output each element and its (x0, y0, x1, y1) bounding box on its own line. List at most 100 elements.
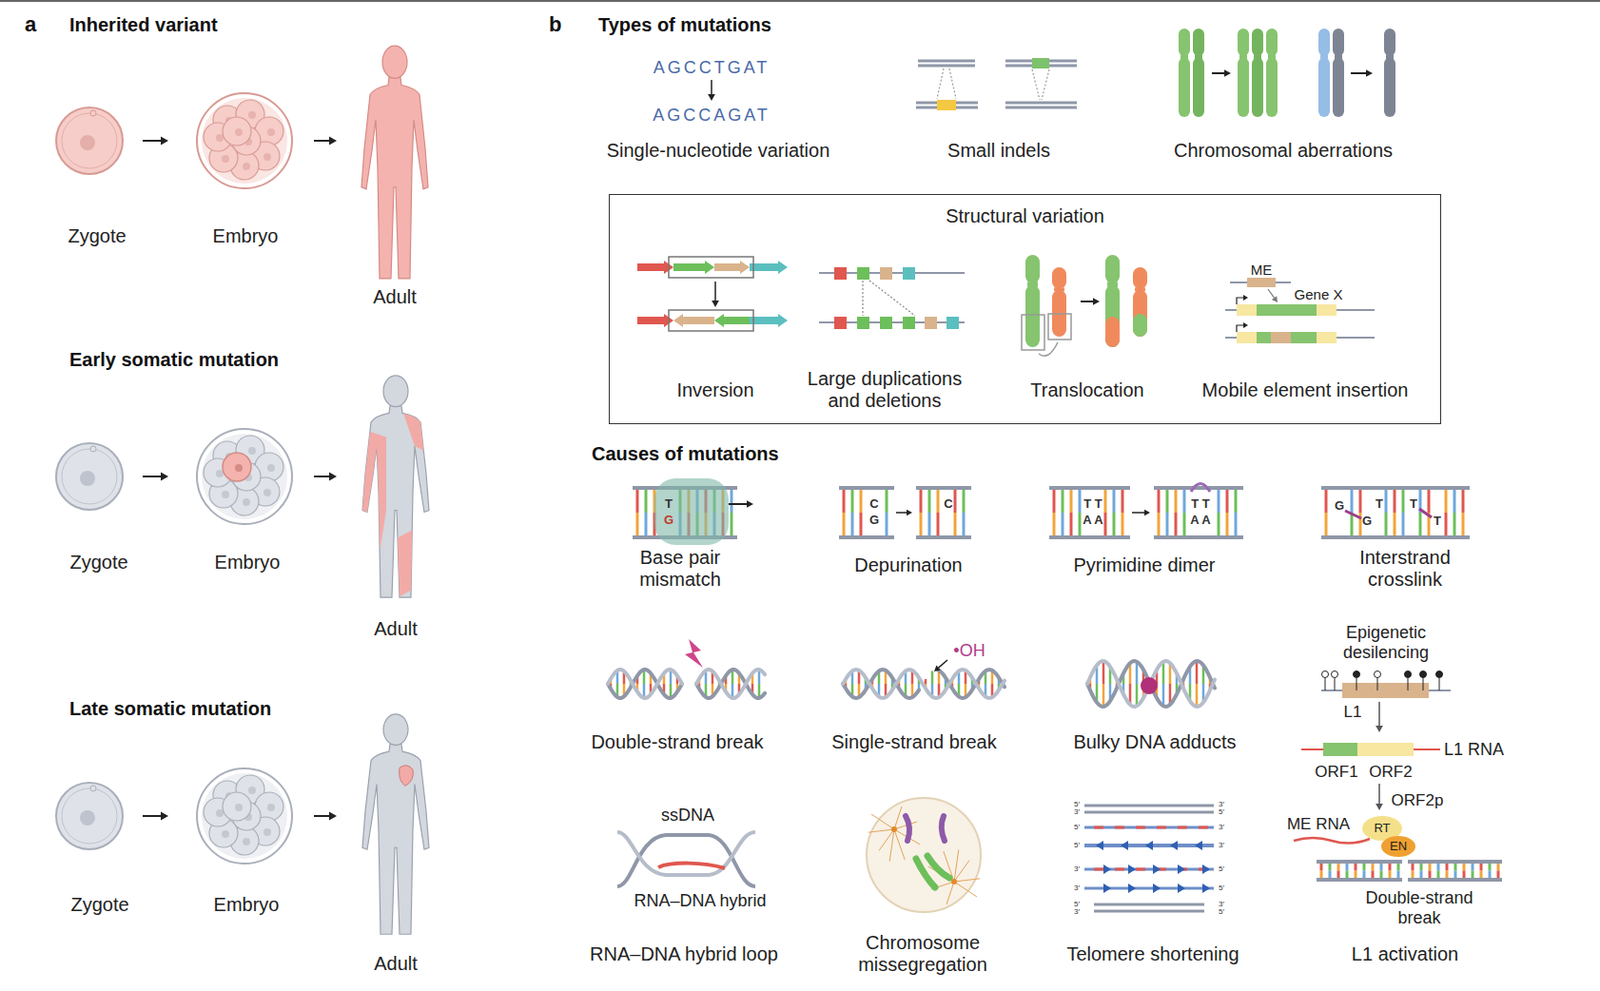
base-letter: A A (1082, 513, 1103, 528)
mutant-patch (397, 528, 415, 598)
stage-label: Zygote (67, 225, 126, 248)
arrow-head (329, 812, 337, 821)
methyl-stem (1356, 678, 1358, 691)
centromere (1385, 54, 1394, 60)
chromosome-arm (1132, 290, 1148, 337)
arrow-head (329, 472, 337, 482)
nucleus (267, 803, 275, 812)
base-pair (1102, 661, 1106, 684)
base-pair (1104, 512, 1108, 536)
nucleus (248, 111, 256, 119)
nucleus (263, 153, 272, 161)
chromosome-arm (1332, 58, 1345, 118)
base-pair (1380, 863, 1384, 872)
cell-membrane (61, 788, 118, 844)
segment (879, 267, 893, 280)
top-rule (0, 0, 1600, 2)
base-pair (851, 489, 855, 513)
segment (857, 316, 870, 330)
base-pair (842, 512, 846, 536)
arrow-head (934, 665, 941, 672)
nucleus (263, 828, 272, 837)
base-pair (1363, 871, 1366, 879)
telomere-strand (1093, 910, 1205, 914)
nucleus (248, 786, 256, 795)
zygote-cell (56, 107, 123, 175)
nucleus (248, 447, 256, 455)
telomere-repeat (1156, 826, 1167, 830)
base-pair (1234, 512, 1238, 536)
nucleus (267, 464, 275, 472)
methyl-stem (1423, 678, 1425, 691)
mutation-type-label: Single-nucleotide variation (606, 139, 831, 162)
centromere (1239, 54, 1248, 60)
base-pair (1135, 683, 1139, 706)
strand-end: 3′ (1073, 865, 1080, 874)
damage-bolt (684, 639, 703, 668)
stage-label: Zygote (69, 551, 128, 574)
arrow-line (313, 475, 330, 478)
base-pair (1166, 512, 1170, 536)
segment (879, 316, 893, 330)
arrow-line (710, 79, 713, 95)
box-heading: Structural variation (609, 195, 1441, 228)
arrow-head (746, 500, 754, 508)
base-letter: C (869, 497, 879, 512)
base-pair (1337, 863, 1341, 872)
cell (866, 798, 981, 913)
dna-backbone (917, 64, 976, 68)
dotted-guide (1032, 69, 1050, 100)
arrow-line (728, 503, 747, 506)
base-pair (730, 489, 734, 513)
base-pair (1444, 489, 1448, 513)
base-pair (730, 512, 734, 536)
chromosome-arm (1132, 267, 1148, 290)
cause-label: RNA–DNA hybrid loop (589, 943, 779, 966)
dna-backbone (1153, 535, 1244, 540)
base-pair (1346, 871, 1349, 879)
spindle-fibre (894, 806, 902, 830)
nucleus (267, 128, 275, 137)
section-heading: Causes of mutations (591, 443, 780, 466)
base-letter: C (943, 497, 953, 512)
mutant-patches (357, 412, 434, 598)
spindle-fibre (871, 814, 895, 830)
segment (834, 316, 847, 330)
strand-end: 3′ (1073, 908, 1080, 917)
base-pair (1453, 512, 1457, 536)
strand-end: 5′ (1073, 900, 1080, 909)
arrow-line (142, 815, 161, 818)
inserted-element (1270, 331, 1291, 344)
dna-strand (1087, 661, 1215, 707)
block-arrow (714, 313, 750, 328)
base-pair (1078, 512, 1082, 536)
centromere (1268, 54, 1276, 60)
gene-exon (1256, 331, 1317, 344)
base-pair (1427, 489, 1431, 513)
base-pair (1354, 871, 1358, 879)
dna-strand (696, 669, 765, 699)
strand-end: 5′ (1218, 908, 1225, 917)
orf1 (1323, 742, 1358, 757)
base-pair (1053, 512, 1056, 536)
base-pair (1234, 489, 1238, 513)
direction-mark (1145, 840, 1153, 851)
base-pair (1453, 489, 1457, 513)
nucleus (215, 809, 224, 818)
arrow-line (1268, 289, 1275, 298)
cause-label: Pyrimidine dimer (1073, 554, 1216, 577)
methyl-stem (1377, 678, 1379, 691)
stage-label: Adult (372, 286, 417, 309)
dna-strand (617, 832, 756, 876)
base-letter: T T (1083, 497, 1103, 512)
base-letter: G (663, 513, 674, 528)
nucleus (215, 134, 224, 142)
base-letter: G (1334, 499, 1345, 514)
mutation-type-label: Small indels (947, 139, 1051, 162)
embryo-ground (201, 97, 288, 184)
base-pair (1350, 489, 1354, 513)
dna-backbone (1316, 878, 1403, 882)
base-pair (1385, 512, 1388, 536)
chromosome (905, 816, 945, 841)
